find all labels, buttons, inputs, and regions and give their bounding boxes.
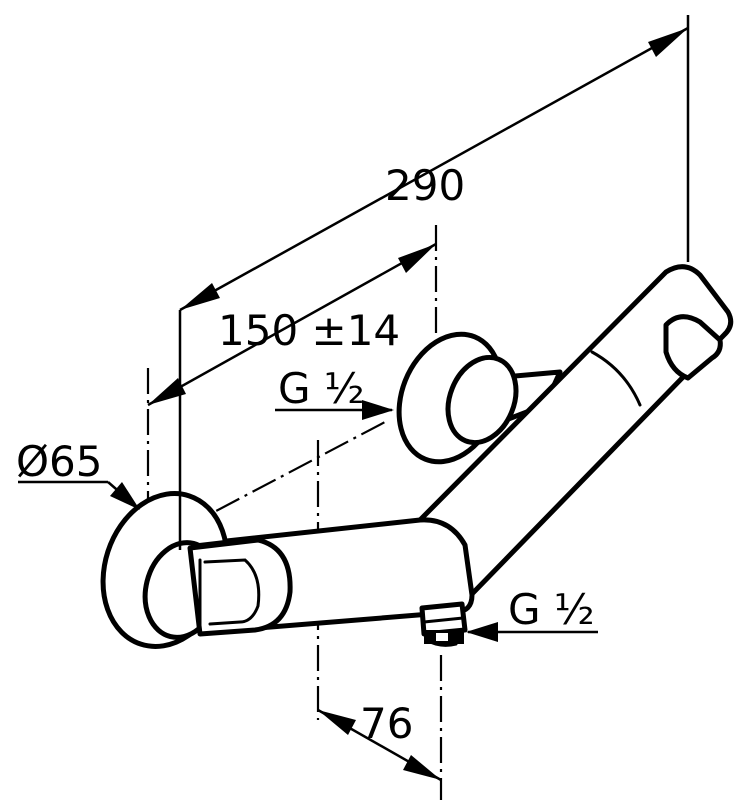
dimension-150-label: 150 ±14 xyxy=(218,306,400,355)
dimension-76: 76 xyxy=(317,699,442,782)
outlet-nozzle xyxy=(419,601,468,647)
dimension-76-label: 76 xyxy=(360,699,413,748)
dimension-diameter-label: Ø65 xyxy=(16,437,103,486)
dimension-outlet-thread: G ½ xyxy=(466,585,598,642)
dimension-290: 290 xyxy=(178,15,690,550)
control-handle xyxy=(187,536,293,637)
right-eccentric-connector xyxy=(396,331,563,465)
dimension-290-label: 290 xyxy=(385,161,465,210)
dimension-diameter: Ø65 xyxy=(16,437,140,510)
outlet-thread-label: G ½ xyxy=(508,585,595,634)
dimension-inlet-thread: G ½ xyxy=(275,364,394,420)
mixer-body-arm xyxy=(417,264,734,599)
dimension-150: 150 ±14 xyxy=(147,242,437,407)
inlet-thread-label: G ½ xyxy=(278,364,365,413)
